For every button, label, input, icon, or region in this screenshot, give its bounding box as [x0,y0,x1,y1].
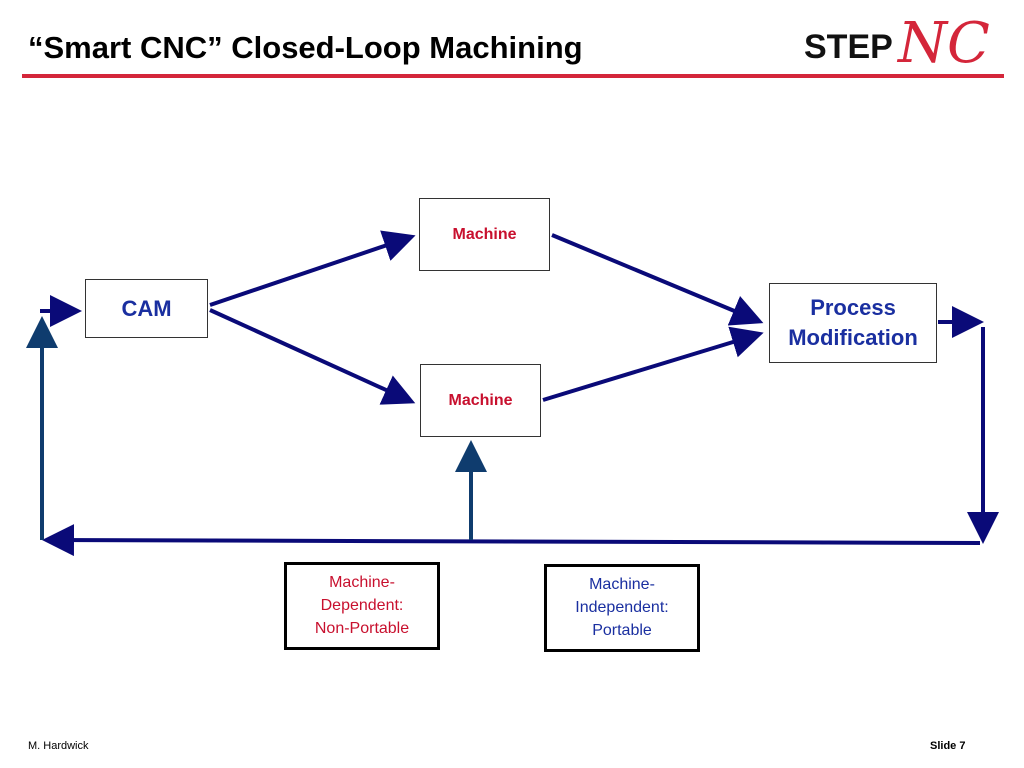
arrow-bottom-return [42,524,981,557]
note-independent-line3: Portable [592,622,652,639]
machine-dependent-note: Machine- Dependent: Non-Portable [284,562,440,650]
arrow-cam-to-machine-bottom [209,308,416,405]
note-independent-line1: Machine- [589,576,655,593]
machine-top-label: Machine [452,225,517,243]
arrow-machine-top-to-process [551,233,764,326]
note-dependent-line1: Machine- [329,574,395,591]
process-modification-box: Process Modification [769,283,937,363]
note-dependent-line3: Non-Portable [314,620,410,637]
footer-slide-number: Slide 7 [930,740,966,752]
logo-nc-text: NC [898,11,990,76]
arrow-machine-bottom-to-process [542,326,764,402]
process-label-line1: Process [810,295,896,320]
note-independent-line2: Independent: [575,599,669,616]
machine-independent-note: Machine- Independent: Portable [544,564,700,652]
process-label-line2: Modification [788,325,918,350]
step-nc-logo: STEP NC [800,14,1000,74]
machine-bottom-label: Machine [448,391,513,409]
note-dependent-line2: Dependent: [320,597,404,614]
cam-box: CAM [85,279,208,338]
arrow-cam-to-machine-top [209,230,416,307]
logo-step-text: STEP [804,28,893,66]
title-rule [22,74,1004,78]
cam-label: CAM [121,295,172,321]
machine-top-box: Machine [419,198,550,271]
machine-bottom-box: Machine [420,364,541,437]
footer-author: M. Hardwick [28,740,89,752]
slide-title: “Smart CNC” Closed-Loop Machining [28,30,583,65]
